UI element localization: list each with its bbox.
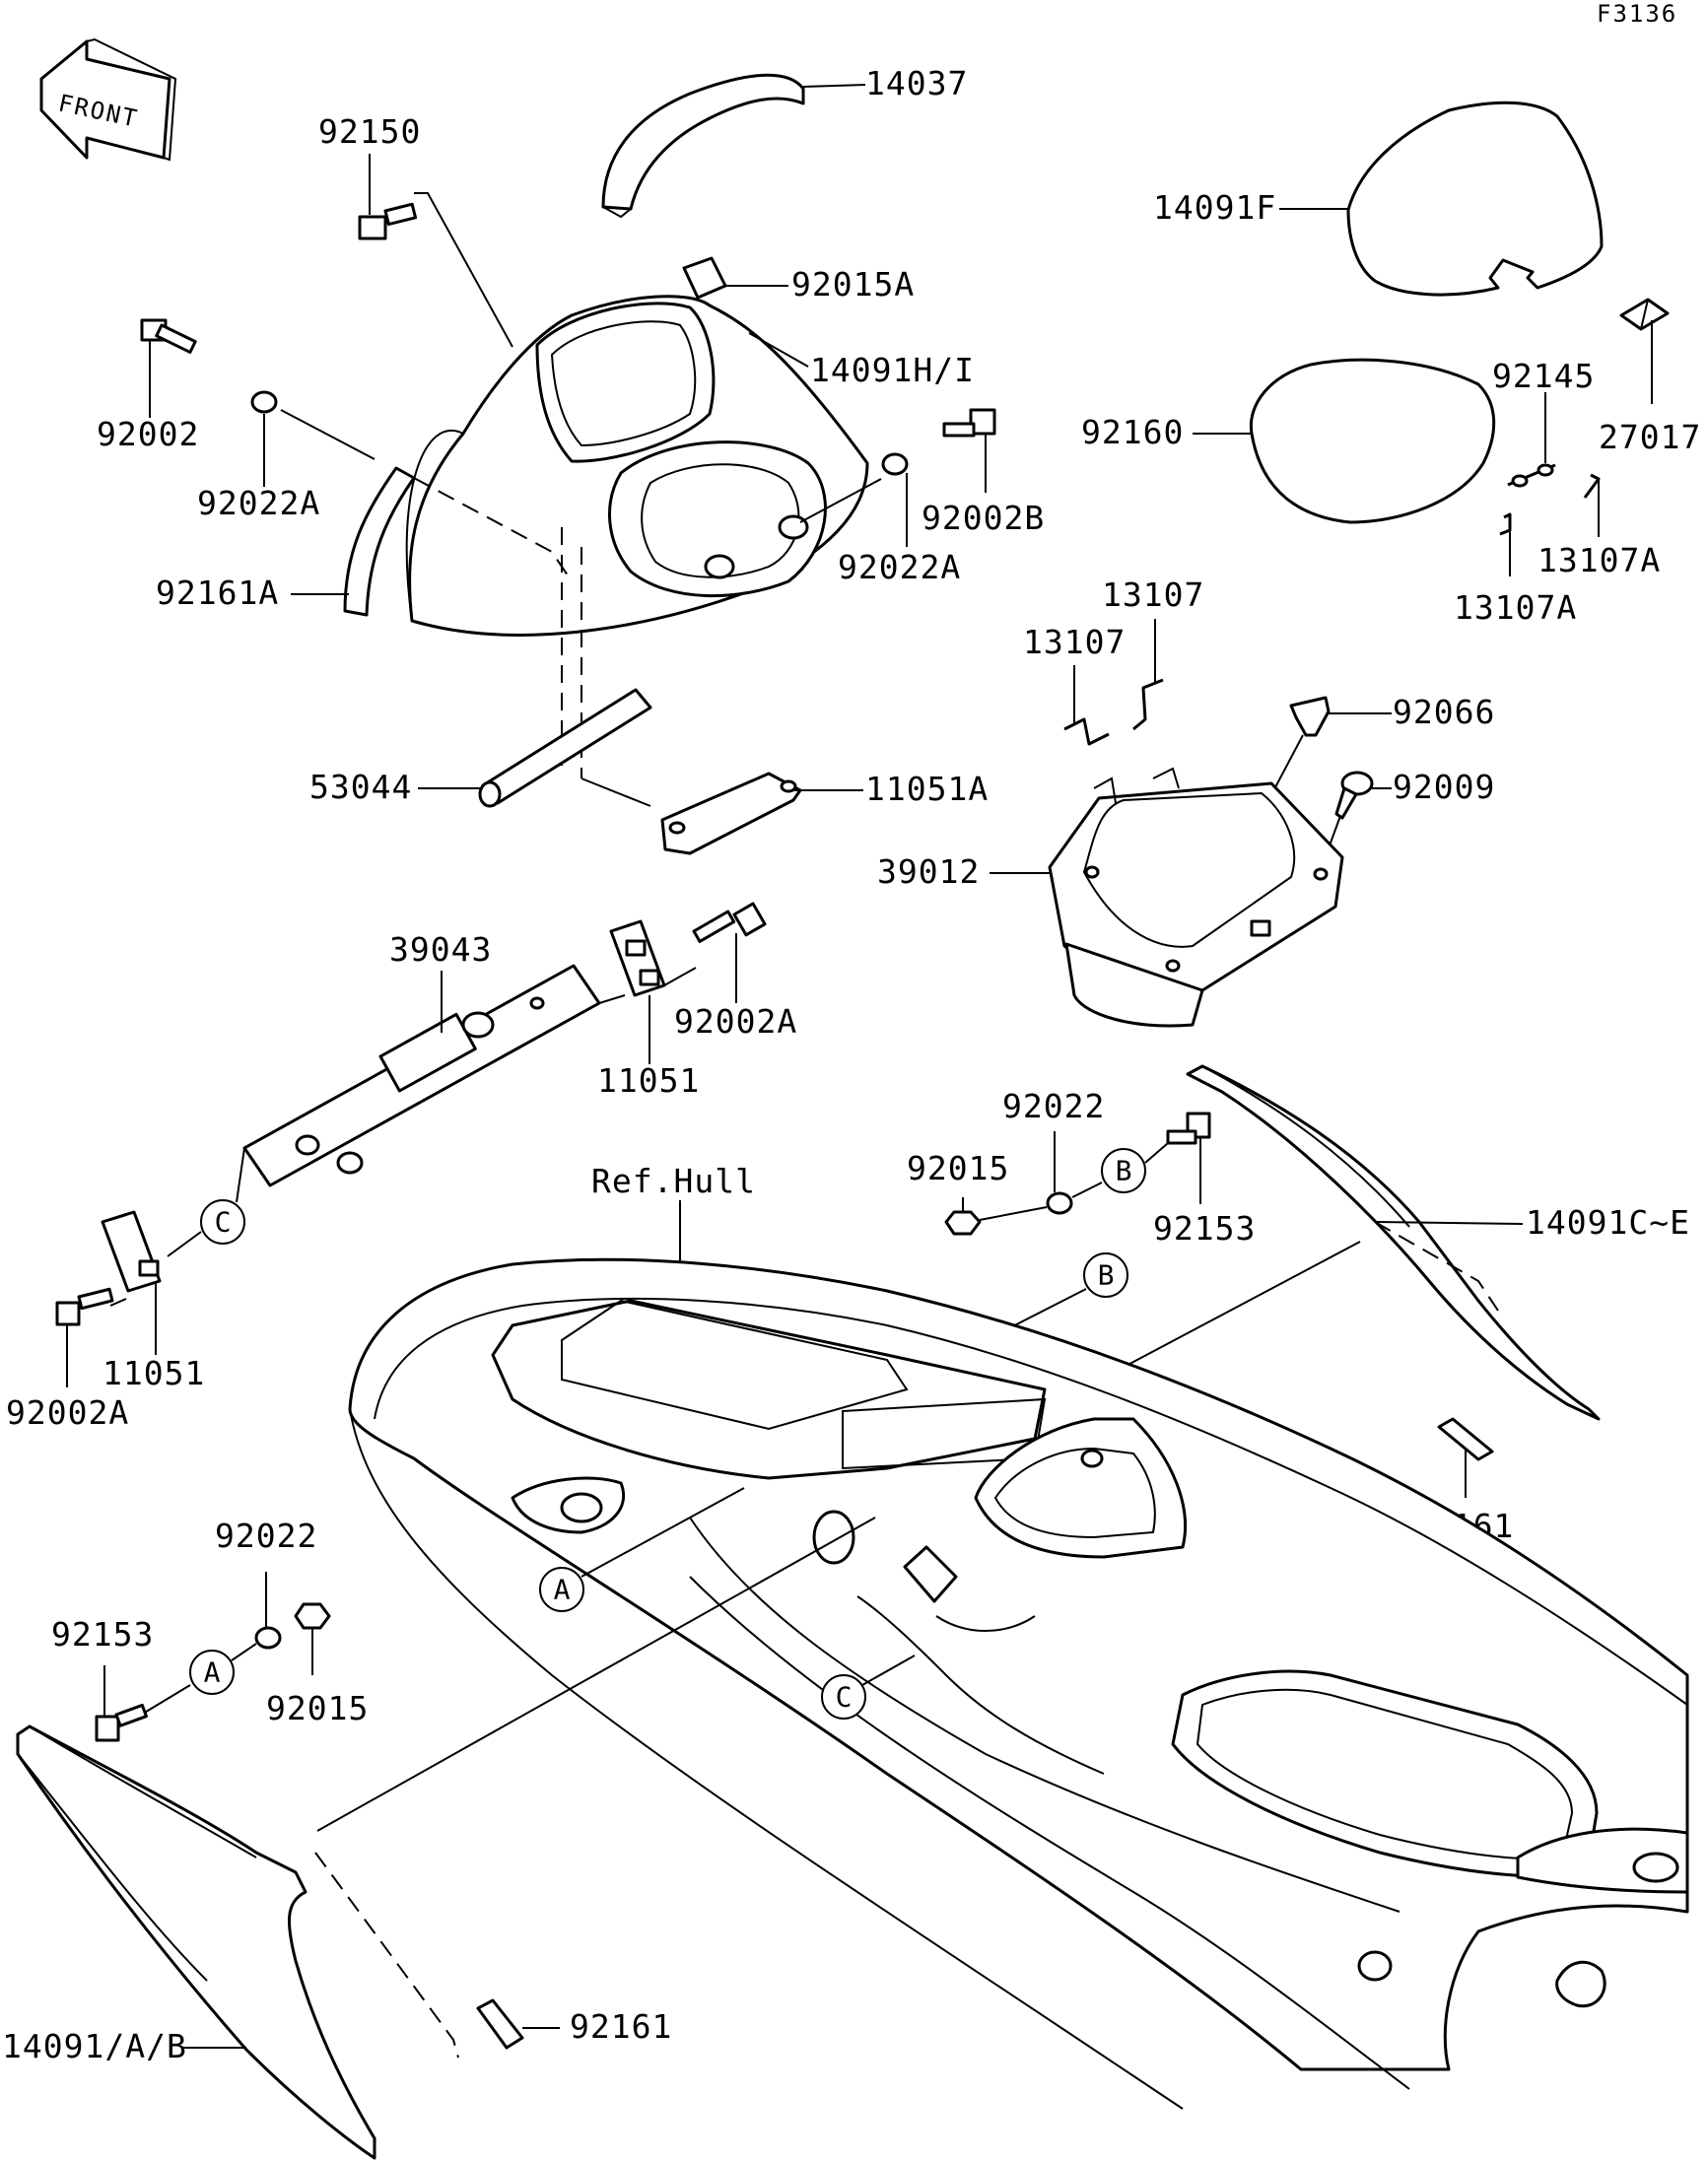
callout-a-low (189, 1650, 235, 1695)
label-92161-low: 92161 (570, 2007, 672, 2046)
part-92015A-clip (682, 256, 727, 300)
part-27017-block (1619, 298, 1670, 331)
part-92015-nut-low (294, 1602, 331, 1630)
label-13107A-left: 13107A (1454, 588, 1577, 627)
part-14091HI-cowl (405, 295, 869, 637)
label-92002A-bottom: 92002A (6, 1393, 129, 1432)
label-14091F: 14091F (1153, 188, 1276, 227)
part-11051-plate-bottom (101, 1210, 162, 1293)
part-92145-clip (1507, 463, 1556, 488)
part-92066-grommet (1289, 696, 1331, 737)
label-92022-low: 92022 (215, 1517, 317, 1555)
label-14091AB: 14091/A/B (2, 2027, 187, 2065)
callout-c-upper-label: C (215, 1206, 232, 1239)
part-14037-handle (601, 73, 805, 219)
label-14037: 14037 (865, 64, 968, 102)
part-92153-bolt-low (95, 1703, 148, 1742)
part-11051A-bracket (660, 772, 802, 855)
part-92150-bolt (358, 202, 418, 240)
part-53044-tube (478, 688, 652, 808)
callout-b-upper-label: B (1116, 1155, 1132, 1187)
callout-b-lower-label: B (1098, 1259, 1115, 1292)
part-11051-plate-top (609, 919, 666, 997)
part-92022A-washer-left (250, 390, 278, 414)
label-13107A-right: 13107A (1537, 541, 1661, 579)
label-13107-lower: 13107 (1023, 623, 1126, 661)
part-14091CE-panel (1186, 1064, 1601, 1421)
part-92160-pad (1249, 358, 1496, 524)
label-39043: 39043 (389, 930, 492, 969)
label-92066: 92066 (1393, 693, 1495, 731)
part-92161-strip-low (476, 1998, 524, 2050)
callout-c-hull (821, 1674, 866, 1720)
part-13107A-clip-left (1499, 512, 1512, 536)
label-92153-mid: 92153 (1153, 1209, 1256, 1248)
part-14091F-seat (1346, 101, 1604, 297)
part-92022-washer-low (254, 1626, 282, 1650)
front-arrow-icon: FRONT (39, 37, 177, 162)
label-11051-bottom: 11051 (102, 1354, 205, 1392)
part-14091AB-panel (16, 1724, 376, 2160)
part-13107-spring-lower (1063, 717, 1110, 746)
part-92002A-bolt-bottom (55, 1287, 114, 1326)
part-92022-washer-mid (1046, 1191, 1073, 1215)
label-27017: 27017 (1599, 418, 1701, 456)
label-39012: 39012 (877, 852, 980, 891)
part-13107-spring-upper (1132, 678, 1164, 731)
label-92150: 92150 (318, 112, 421, 151)
hull-body (348, 1257, 1689, 2110)
callout-a-hull (539, 1567, 584, 1612)
part-92002A-bolt-top (692, 902, 767, 943)
callout-a-low-label: A (204, 1656, 221, 1689)
part-92015-nut-mid (944, 1210, 982, 1236)
label-92160: 92160 (1081, 413, 1184, 451)
label-92002: 92002 (97, 415, 199, 453)
part-92002B-bolt (942, 408, 996, 438)
callout-a-hull-label: A (554, 1574, 571, 1606)
label-14091CE: 14091C~E (1526, 1203, 1690, 1242)
label-92022A-left: 92022A (197, 484, 320, 522)
label-92015-low: 92015 (266, 1689, 369, 1727)
label-11051-top: 11051 (597, 1061, 700, 1100)
label-14091HI: 14091H/I (810, 351, 975, 389)
label-92015-mid: 92015 (907, 1149, 1009, 1187)
part-39012-bin (1048, 767, 1344, 1028)
part-92022A-washer-right (881, 452, 909, 476)
label-92002A-top: 92002A (674, 1002, 797, 1041)
label-92161A: 92161A (156, 574, 279, 612)
part-39043-plate (242, 964, 601, 1187)
label-92145: 92145 (1492, 357, 1595, 395)
callout-c-hull-label: C (836, 1681, 853, 1714)
part-13107A-clip-right (1583, 473, 1601, 499)
label-11051A: 11051A (865, 770, 989, 808)
part-92161A-strip (343, 466, 416, 617)
ref-hull-label: Ref.Hull (591, 1162, 756, 1200)
label-92022-mid: 92022 (1002, 1087, 1105, 1125)
callout-c-upper (200, 1199, 245, 1245)
label-92022A-right: 92022A (838, 548, 961, 586)
callout-b-lower (1083, 1252, 1128, 1298)
callout-b-upper (1101, 1148, 1146, 1193)
label-13107-upper: 13107 (1102, 575, 1204, 614)
part-92153-bolt-mid (1166, 1112, 1211, 1145)
label-92009: 92009 (1393, 768, 1495, 806)
part-92009-screw (1334, 771, 1374, 820)
figure-code: F3136 (1597, 0, 1677, 28)
label-53044: 53044 (309, 768, 412, 806)
label-92002B: 92002B (922, 499, 1045, 537)
part-92002-bolt (140, 318, 197, 354)
label-92153-low: 92153 (51, 1615, 154, 1654)
label-92015A: 92015A (791, 265, 915, 304)
